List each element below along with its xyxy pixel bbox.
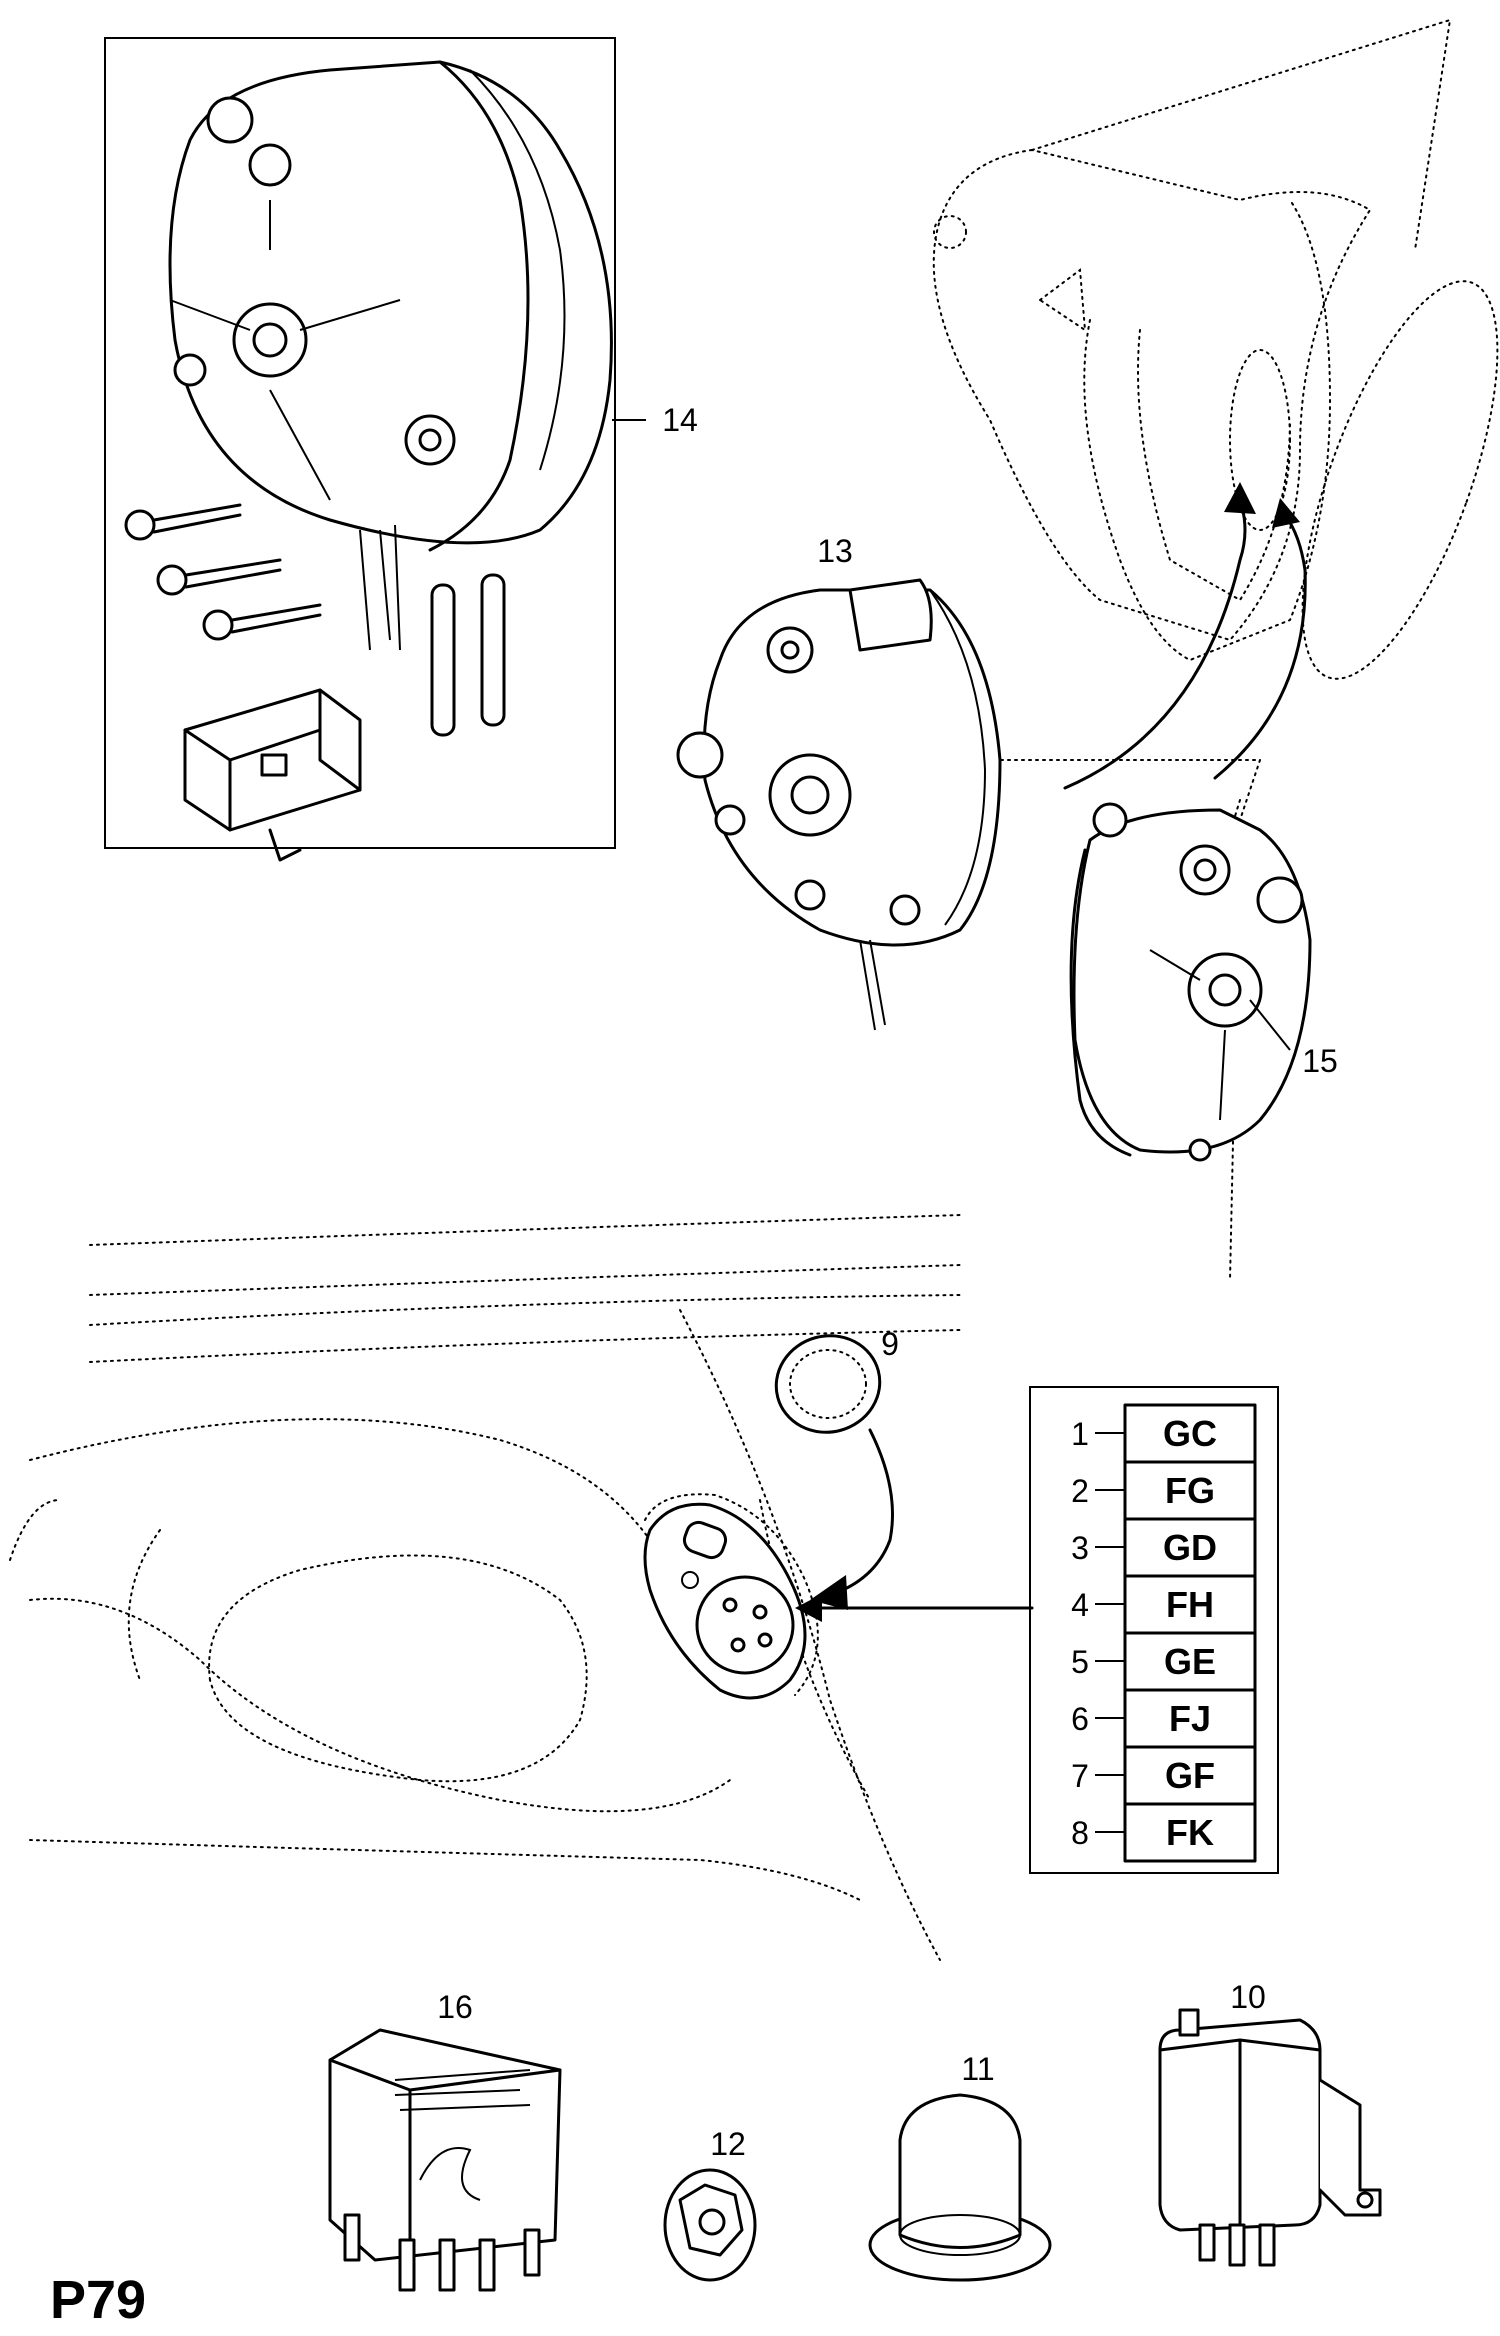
callout-14: 14 xyxy=(662,402,698,438)
code-index-6: 6 xyxy=(1071,1701,1089,1737)
code-value-6: FJ xyxy=(1169,1698,1211,1739)
nut-12 xyxy=(663,2168,757,2282)
cap-11 xyxy=(868,2093,1052,2282)
code-value-4: FH xyxy=(1166,1584,1214,1625)
connector xyxy=(183,688,362,862)
dashboard-outline xyxy=(9,1214,961,1961)
callout-12: 12 xyxy=(710,2126,746,2162)
code-index-4: 4 xyxy=(1071,1587,1089,1623)
motor-kit-box xyxy=(104,37,616,862)
code-table-frame xyxy=(1029,1386,1279,1874)
code-table: 1 2 3 4 5 6 7 8 GC FG GD FH GE FJ GF FK xyxy=(1029,1386,1279,1874)
cap-9 xyxy=(774,1334,894,1610)
code-index-2: 2 xyxy=(1071,1473,1089,1509)
code-value-5: GE xyxy=(1164,1641,1216,1682)
code-index-3: 3 xyxy=(1071,1530,1089,1566)
code-index-8: 8 xyxy=(1071,1815,1089,1851)
code-index-1: 1 xyxy=(1071,1416,1089,1452)
relay-16 xyxy=(328,2028,562,2292)
headlamp-switch xyxy=(643,1493,819,1700)
code-index-5: 5 xyxy=(1071,1644,1089,1680)
motor-13 xyxy=(676,578,1002,1031)
callout-16: 16 xyxy=(437,1989,473,2025)
code-value-8: FK xyxy=(1166,1812,1214,1853)
fitting-arrows xyxy=(1063,482,1307,790)
callout-9: 9 xyxy=(881,1326,899,1362)
motor-15 xyxy=(1069,802,1312,1162)
callout-13: 13 xyxy=(817,533,853,569)
sleeves xyxy=(430,573,506,737)
code-index-7: 7 xyxy=(1071,1758,1089,1794)
callout-10: 10 xyxy=(1230,1979,1266,2015)
table-leader-arrow xyxy=(795,1594,1034,1622)
code-value-3: GD xyxy=(1163,1527,1217,1568)
callout-11: 11 xyxy=(961,2051,994,2087)
callout-15: 15 xyxy=(1302,1043,1338,1079)
code-value-2: FG xyxy=(1165,1470,1215,1511)
code-value-1: GC xyxy=(1163,1413,1217,1454)
relay-10 xyxy=(1158,2008,1382,2267)
screws xyxy=(124,503,322,641)
page-id: P79 xyxy=(50,2270,146,2330)
code-value-7: GF xyxy=(1165,1755,1215,1796)
